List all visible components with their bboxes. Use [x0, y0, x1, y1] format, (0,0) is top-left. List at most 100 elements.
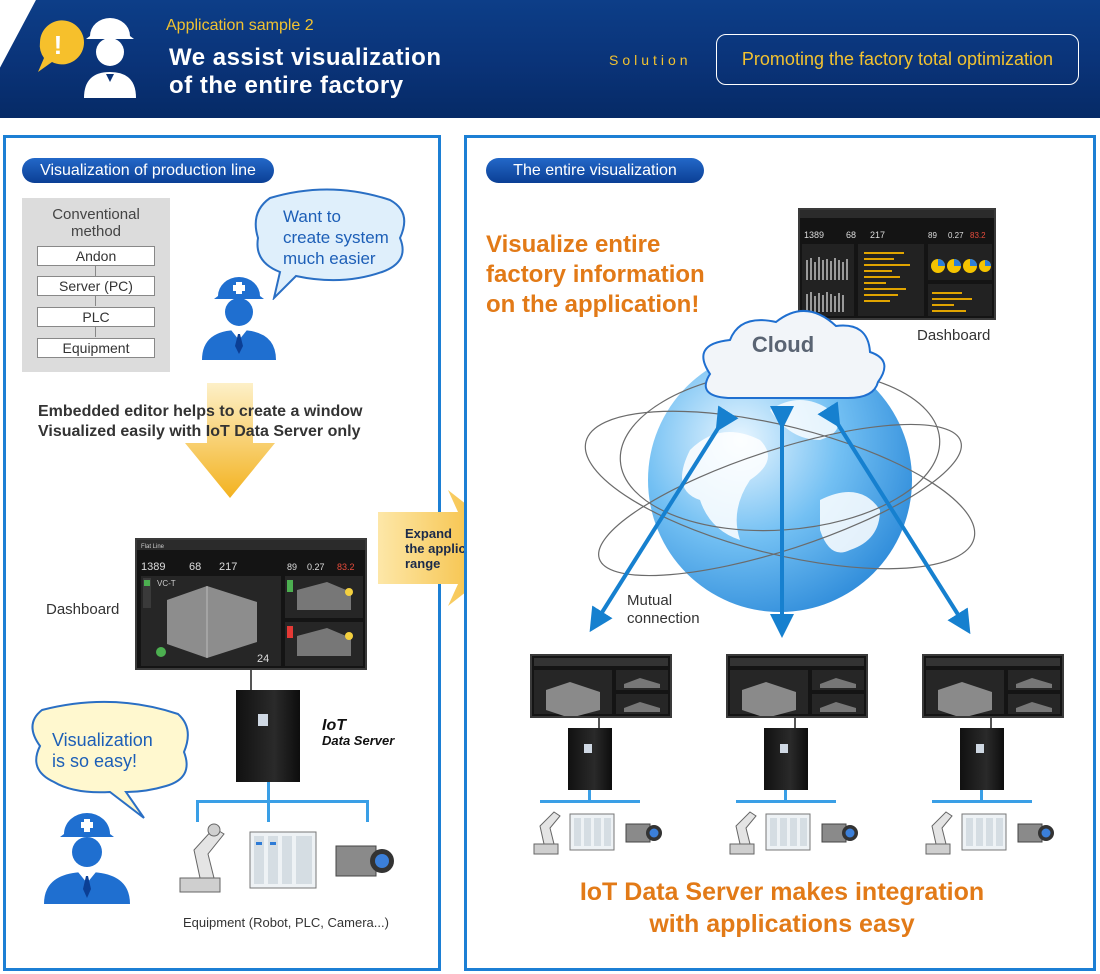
server-logo-icon: [780, 744, 788, 753]
node-server: [764, 728, 808, 790]
right-headline: Visualize entire factory information on …: [486, 230, 705, 320]
dash-stat-6: 83.2: [337, 562, 355, 572]
embedded-line1: Embedded editor helps to create a window: [38, 403, 363, 420]
bubble-top-line2: create system: [283, 228, 389, 247]
node-link: [598, 718, 600, 728]
node-equipment: [925, 811, 1054, 855]
cdash-stat-2: 68: [846, 230, 856, 240]
conventional-method-box: Conventional method Andon Server (PC) PL…: [22, 198, 170, 372]
node-dashboard: [922, 654, 1064, 718]
expand-line3: range: [405, 556, 441, 571]
robot-arm-icon: [931, 811, 953, 845]
node-equipment: [729, 811, 858, 855]
cdash-stat-1: 1389: [804, 230, 824, 240]
node-stack: [530, 654, 672, 864]
right-section-pill: The entire visualization: [486, 158, 704, 183]
connection-arrows: [589, 401, 971, 638]
conventional-title: Conventional method: [22, 206, 170, 240]
robot-arm-icon: [539, 811, 561, 845]
expand-line1: Expand: [405, 526, 452, 541]
network-line: [366, 800, 369, 822]
network-line: [932, 800, 1032, 803]
network-line: [736, 800, 836, 803]
robot-arm-icon: [179, 823, 225, 893]
dash-machine: VC-T: [157, 579, 176, 588]
right-footer-line1: IoT Data Server makes integration: [579, 878, 985, 906]
network-line: [196, 800, 368, 803]
iot-data-server: [236, 690, 300, 782]
conv-item-server: Server (PC): [37, 276, 155, 296]
equipment-group: [179, 823, 394, 893]
dash-app-title: Flat Line: [141, 544, 165, 550]
dash-stat-5: 0.27: [307, 562, 325, 572]
bubble-bottom-line2: is so easy!: [52, 751, 138, 771]
node-server: [960, 728, 1004, 790]
arrow-left: [589, 405, 739, 633]
cloud-dashboard-content: 1389 68 217 89 0.27 83.2: [800, 210, 994, 316]
right-headline-line2: factory information: [486, 261, 705, 288]
dash-tact: 24: [257, 653, 269, 665]
network-line: [784, 790, 787, 802]
robot-arm-icon: [735, 811, 757, 845]
page-header: ! Application sample 2 We assist visuali…: [0, 0, 1100, 118]
camera-icon: [335, 845, 394, 877]
network-line: [588, 790, 591, 802]
dash-stat-2: 68: [189, 561, 201, 573]
server-logo-icon: [258, 714, 268, 726]
right-headline-line1: Visualize entire: [486, 231, 661, 258]
cloud-dashboard-label: Dashboard: [917, 327, 991, 344]
conv-item-equipment: Equipment: [37, 338, 155, 358]
conv-connector: [95, 266, 96, 276]
cloud-icon: [702, 309, 886, 399]
node-dashboard: [726, 654, 868, 718]
down-arrow-icon: [185, 383, 275, 498]
page-title-line2: of the entire factory: [169, 72, 404, 99]
node-equipment: [533, 811, 662, 855]
worker-icon: [202, 277, 276, 360]
embedded-line2: Visualized easily with IoT Data Server o…: [38, 423, 361, 440]
promo-badge: Promoting the factory total optimization: [716, 34, 1079, 85]
bubble-bottom-text: Visualization is so easy!: [52, 730, 153, 772]
bubble-top-line3: much easier: [283, 249, 376, 268]
node-link: [794, 718, 796, 728]
right-footer-line2: with applications easy: [649, 910, 915, 938]
conv-connector: [95, 327, 96, 337]
iot-label-line1: IoT: [322, 717, 346, 734]
node-stack: [726, 654, 868, 864]
equipment-caption: Equipment (Robot, PLC, Camera...): [183, 915, 389, 930]
cdash-stat-5: 0.27: [948, 231, 964, 240]
plc-icon: [249, 831, 317, 889]
right-headline-line3: on the application!: [486, 291, 700, 318]
iot-label: IoT Data Server: [322, 717, 394, 749]
solution-label: Solution: [609, 52, 692, 68]
mutual-line2: connection: [627, 610, 700, 627]
conv-item-plc: PLC: [37, 307, 155, 327]
embedded-editor-text: Embedded editor helps to create a window…: [38, 402, 363, 442]
worker-icon: [44, 813, 130, 904]
cdash-stat-6: 83.2: [970, 231, 986, 240]
dashboard-content: Flat Line 1389 68 217 89 0.27 83.2 VC-T …: [137, 540, 365, 666]
bubble-bottom-line1: Visualization: [52, 730, 153, 750]
node-dashboard: [530, 654, 672, 718]
speech-bubble-top: [254, 188, 406, 300]
server-logo-icon: [976, 744, 984, 753]
cdash-stat-4: 89: [928, 231, 937, 240]
network-line: [980, 790, 983, 802]
left-dashboard-label: Dashboard: [46, 601, 120, 618]
dashboard-screen: Flat Line 1389 68 217 89 0.27 83.2 VC-T …: [135, 538, 367, 670]
network-line: [267, 782, 270, 802]
dash-stat-3: 217: [219, 561, 237, 573]
network-line: [196, 800, 199, 822]
speech-bubble-bottom: [31, 700, 189, 819]
network-line: [267, 800, 270, 822]
page-title-line1: We assist visualization: [169, 44, 442, 71]
cloud-dashboard-screen: 1389 68 217 89 0.27 83.2: [798, 208, 996, 320]
conv-connector: [95, 296, 96, 306]
dash-stat-1: 1389: [141, 561, 165, 573]
right-footer: IoT Data Server makes integration with a…: [480, 876, 1084, 940]
cloud-label: Cloud: [752, 332, 814, 357]
conventional-title-line1: Conventional: [52, 206, 140, 223]
node-server: [568, 728, 612, 790]
left-section-pill: Visualization of production line: [22, 158, 274, 183]
bubble-top-line1: Want to: [283, 207, 341, 226]
